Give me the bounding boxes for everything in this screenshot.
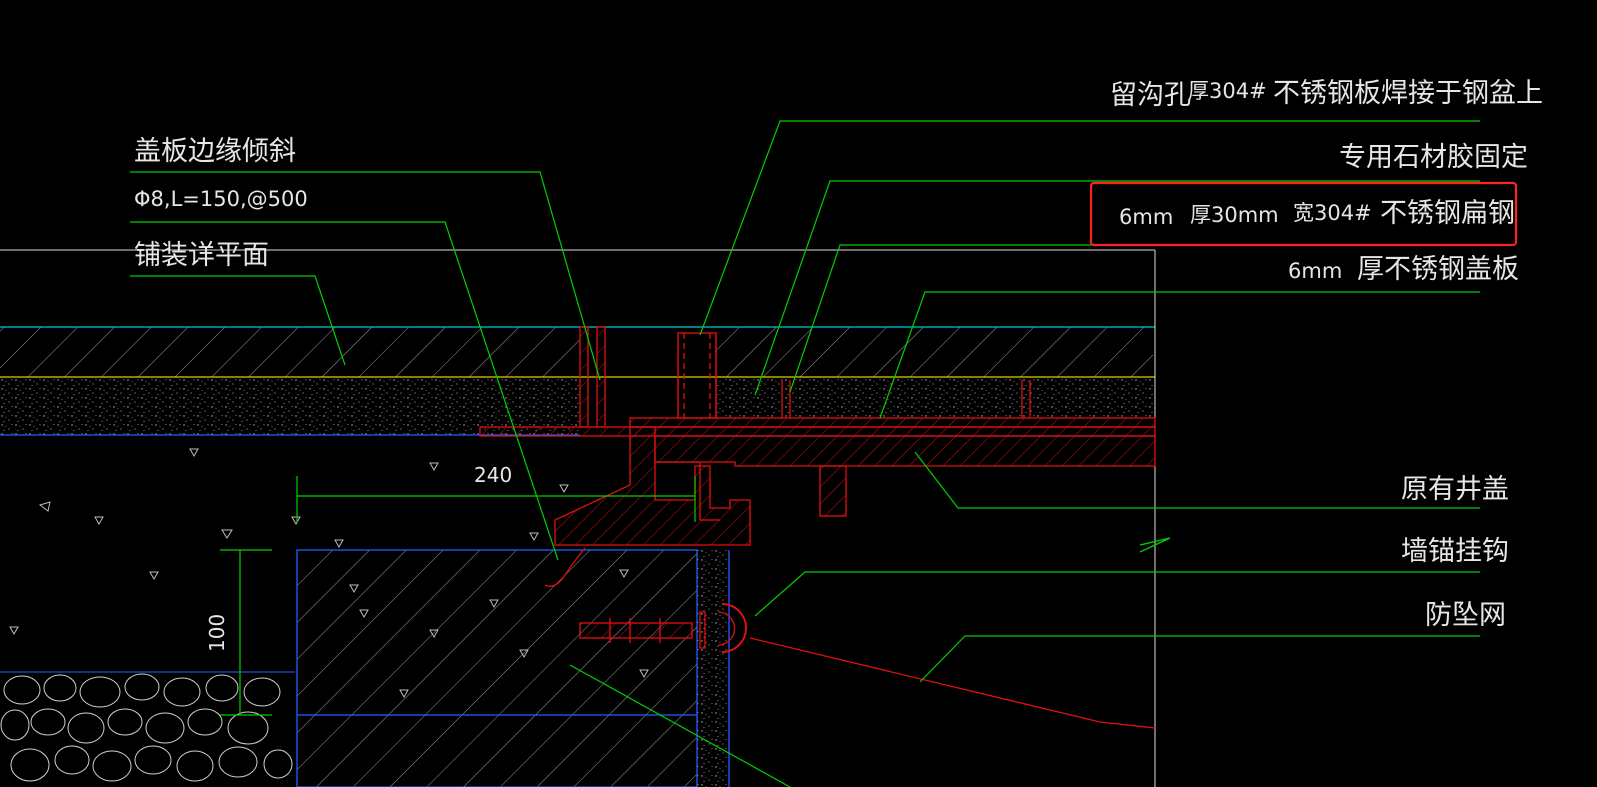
dimension-240 xyxy=(296,476,696,522)
label-flat-steel: 不锈钢扁钢 xyxy=(1380,198,1515,229)
label-plate-weld: 不锈钢板焊接于钢盆上 xyxy=(1273,78,1543,109)
label-safety-net: 防坠网 xyxy=(1425,600,1506,631)
dim-100-text: 100 xyxy=(205,614,229,652)
label-thick-304: 厚304# xyxy=(1188,79,1267,103)
highlight-box xyxy=(1089,181,1518,247)
gravel-base xyxy=(0,671,295,782)
label-flat-width: 宽304# xyxy=(1293,201,1372,225)
label-edge-tilt: 盖板边缘倾斜 xyxy=(134,136,296,167)
label-old-cover: 原有井盖 xyxy=(1401,474,1509,505)
concrete-fill xyxy=(9,448,569,636)
label-paving: 铺装详平面 xyxy=(134,240,269,271)
label-stone-glue: 专用石材胶固定 xyxy=(1339,142,1528,173)
label-flat-6mm: 6mm xyxy=(1119,205,1173,229)
label-reserved-hole: 留沟孔 xyxy=(1110,80,1191,111)
break-mark xyxy=(1139,537,1171,553)
label-flat-thick: 厚30mm xyxy=(1190,203,1279,227)
paving-stone-layer xyxy=(0,326,1155,377)
label-cover-plate: 厚不锈钢盖板 xyxy=(1357,254,1519,285)
steel-basin-structure xyxy=(479,326,1156,729)
well-wall xyxy=(296,549,730,787)
mortar-bed-layer xyxy=(0,376,1155,436)
label-rebar: Φ8,L=150,@500 xyxy=(134,187,308,211)
label-wall-hook: 墙锚挂钩 xyxy=(1401,536,1509,567)
label-cover-6mm: 6mm xyxy=(1288,259,1342,283)
dim-240-text: 240 xyxy=(474,463,512,487)
dimension-100 xyxy=(220,549,272,716)
